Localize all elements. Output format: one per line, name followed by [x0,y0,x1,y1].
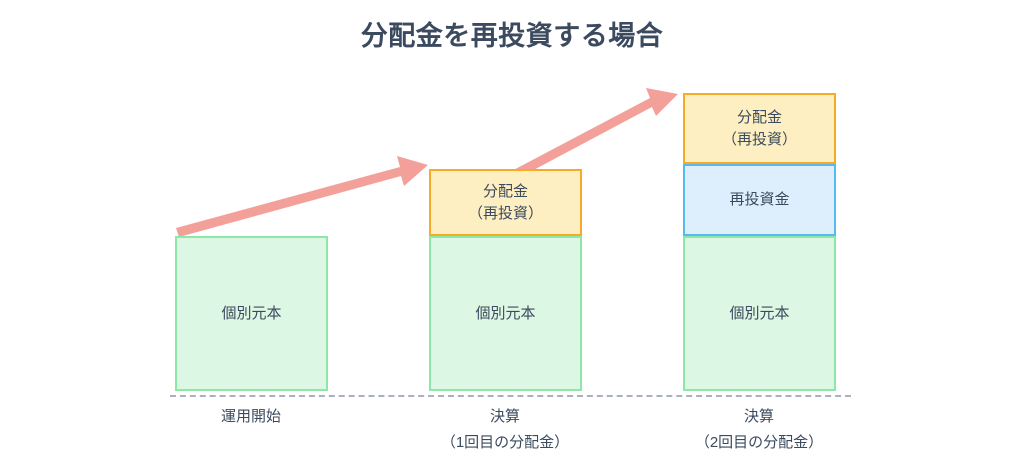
segment-principal: 個別元本 [175,236,328,391]
segment-label-line1: 個別元本 [475,304,536,322]
segment-label-line1: 個別元本 [221,304,282,322]
baseline-dashed-rule [170,395,851,397]
axis-label-line2: （2回目の分配金） [694,434,824,452]
segment-principal: 個別元本 [429,236,582,391]
axis-label-3: 決算 （2回目の分配金） [629,404,889,457]
segment-label-line1: 再投資金 [729,191,790,209]
segment-distribution: 分配金 （再投資） [429,169,582,236]
axis-label-line1: 運用開始 [220,408,281,425]
axis-label-line1: 決算 [743,408,774,425]
axis-label-line1: 決算 [489,408,520,425]
chart-title: 分配金を再投資する場合 [360,21,664,51]
bar-column-3: 分配金 （再投資） 再投資金 個別元本 [683,80,836,391]
growth-arrow-1 [176,156,428,237]
segment-label-line1: 分配金 [482,182,528,200]
segment-label-line2: （再投資） [721,130,797,148]
axis-label-2: 決算 （1回目の分配金） [375,404,635,457]
segment-distribution: 分配金 （再投資） [683,93,836,164]
segment-principal: 個別元本 [683,236,836,391]
bar-column-1: 個別元本 [175,80,328,391]
segment-label-line1: 分配金 [736,108,782,126]
axis-label-line2: （1回目の分配金） [440,434,570,452]
segment-label-line2: （再投資） [467,204,543,222]
segment-label-line1: 個別元本 [729,304,790,322]
bar-column-2: 分配金 （再投資） 個別元本 [429,80,582,391]
segment-reinvest: 再投資金 [683,164,836,236]
axis-label-1: 運用開始 [121,404,381,430]
